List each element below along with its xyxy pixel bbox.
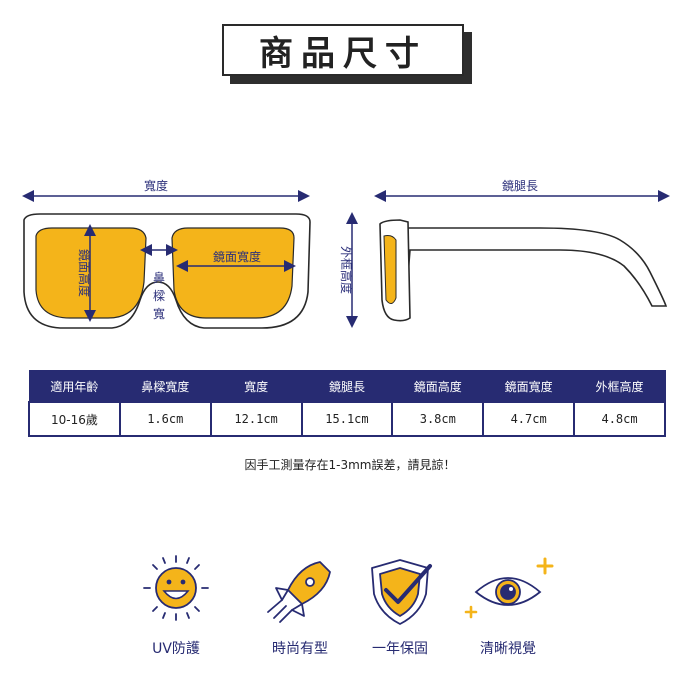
table-row: 10-16歲 1.6cm 12.1cm 15.1cm 3.8cm 4.7cm 4… — [28, 401, 666, 437]
table-cell: 10-16歲 — [28, 401, 121, 437]
shield-check-icon — [371, 559, 432, 625]
table-cell: 1.6cm — [118, 401, 212, 437]
feature-icons — [143, 555, 554, 625]
lens-width-label: 鏡面寬度 — [213, 249, 261, 264]
table-cell: 3.8cm — [391, 401, 485, 437]
width-label: 寬度 — [144, 178, 168, 193]
lens-height-label: 鏡面高度 — [77, 249, 92, 297]
right-lens — [171, 227, 295, 319]
rocket-icon — [267, 561, 331, 623]
table-cell: 12.1cm — [209, 401, 303, 437]
bridge-label-3: 寬 — [153, 306, 165, 321]
side-temple — [387, 227, 668, 307]
measurement-note: 因手工測量存在1-3mm誤差，請見諒！ — [244, 458, 456, 472]
glasses-dimension-diagram: 寬度 鏡面高度 鏡面寬度 鼻 樑 寬 鏡腿長 外框高度 — [22, 178, 670, 329]
header-cell: 寬度 — [210, 370, 303, 403]
header-cell: 鏡腿長 — [301, 370, 393, 403]
eye-icon — [464, 557, 554, 619]
temple-label: 鏡腿長 — [502, 178, 538, 193]
header-cell: 適用年齡 — [28, 370, 121, 403]
header-cell: 鏡面寬度 — [482, 370, 575, 403]
header-cell: 鼻樑寬度 — [119, 370, 212, 403]
table-cell: 4.7cm — [482, 401, 576, 437]
table-cell: 4.8cm — [573, 401, 666, 437]
page-title: 商品尺寸 — [222, 24, 464, 76]
bridge-label-1: 鼻 — [153, 270, 165, 285]
feature-label-warranty: 一年保固 — [372, 641, 428, 657]
header-cell: 鏡面高度 — [391, 370, 484, 403]
bridge-label-2: 樑 — [153, 289, 165, 303]
header-cell: 外框高度 — [573, 370, 666, 403]
spec-table: 適用年齡 鼻樑寬度 寬度 鏡腿長 鏡面高度 鏡面寬度 外框高度 10-16歲 1… — [28, 370, 666, 437]
side-lens — [383, 235, 397, 304]
feature-label-vision: 清晰視覺 — [480, 641, 536, 657]
feature-label-uv: UV防護 — [152, 641, 200, 657]
feature-label-style: 時尚有型 — [272, 641, 328, 657]
table-cell: 15.1cm — [300, 401, 394, 437]
frame-height-label: 外框高度 — [339, 246, 354, 294]
sun-icon — [143, 555, 209, 621]
table-header-row: 適用年齡 鼻樑寬度 寬度 鏡腿長 鏡面高度 鏡面寬度 外框高度 — [28, 370, 666, 403]
